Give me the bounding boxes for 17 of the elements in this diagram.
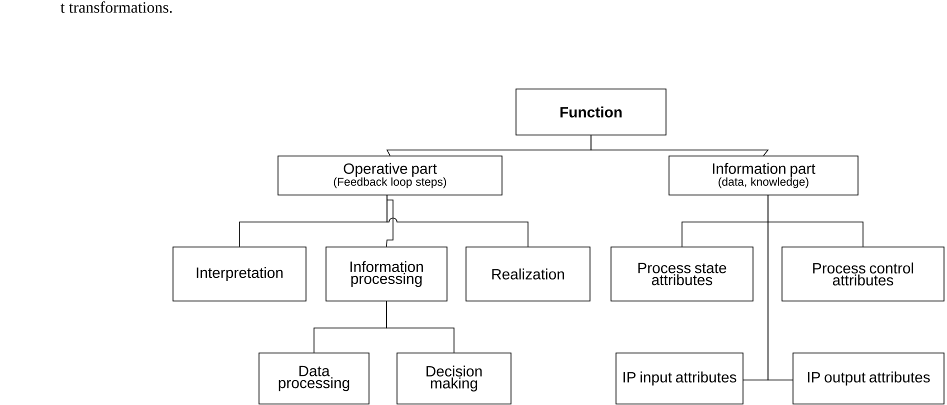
box: Process control attributes bbox=[782, 246, 944, 302]
box: IP output attributes bbox=[792, 352, 944, 404]
connector-line bbox=[386, 300, 454, 353]
connector-line bbox=[386, 194, 528, 247]
box: Realization bbox=[466, 246, 590, 302]
box: Process state attributes bbox=[610, 246, 754, 302]
box: IP input attributes bbox=[616, 352, 744, 404]
box: Function bbox=[516, 88, 666, 136]
connector-line bbox=[768, 194, 794, 380]
box: Information part (data, knowledge) bbox=[668, 156, 858, 196]
connector-line bbox=[590, 135, 769, 156]
box: Interpretation bbox=[172, 246, 306, 302]
body-text: t transformations. bbox=[60, 1, 172, 13]
box: Operative part (Feedback loop steps) bbox=[278, 156, 502, 196]
box: Data processing bbox=[258, 352, 370, 404]
box: Decision making bbox=[396, 352, 512, 404]
box: Information processing bbox=[326, 246, 448, 302]
